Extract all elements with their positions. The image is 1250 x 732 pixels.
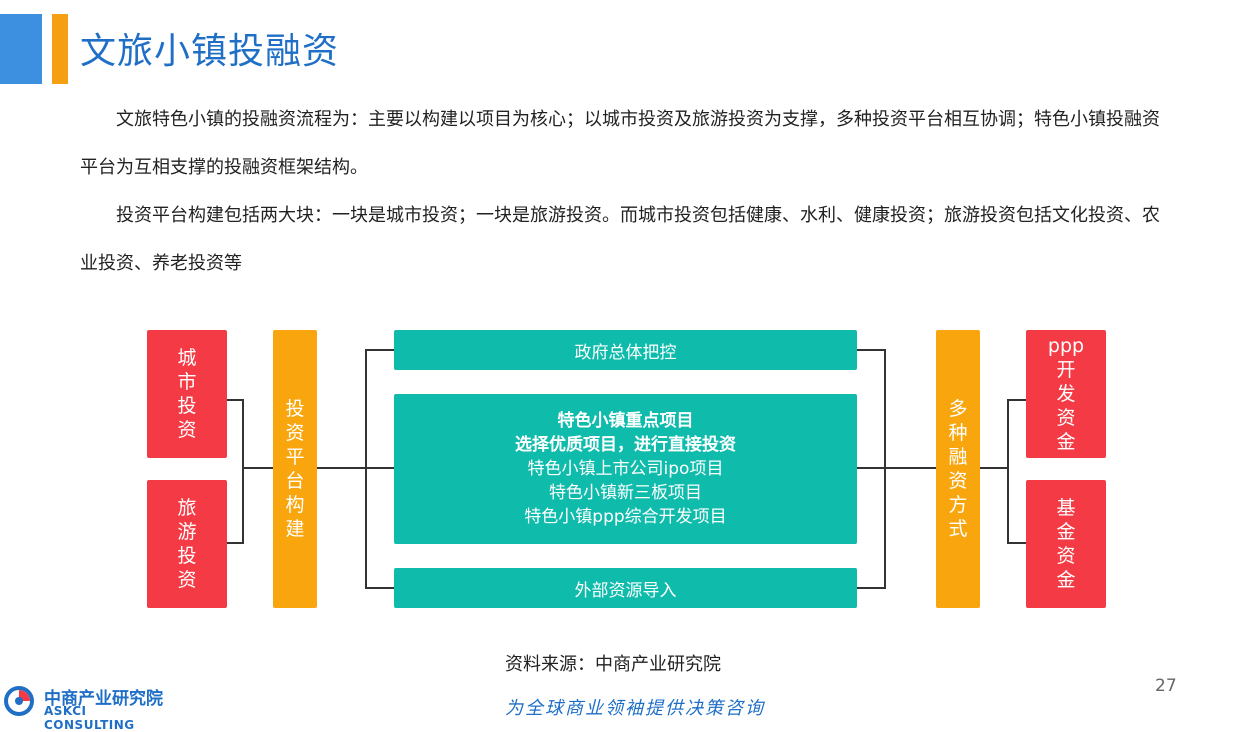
box-char: 市 <box>177 371 197 393</box>
investment-platform-box: 投 资 平 台 构 建 <box>273 330 317 608</box>
box-char: 金 <box>1056 431 1076 453</box>
connector <box>365 587 395 589</box>
connector <box>1007 399 1009 544</box>
box-char: 式 <box>948 518 968 540</box>
connector <box>1007 399 1027 401</box>
box-char: 金 <box>1056 521 1076 543</box>
box-char: 开 <box>1056 359 1076 381</box>
box-char: 构 <box>285 494 305 516</box>
financing-methods-box: 多 种 融 资 方 式 <box>936 330 980 608</box>
page-number: 27 <box>1155 676 1177 696</box>
logo-icon <box>4 686 34 716</box>
connector <box>856 467 886 469</box>
center-line: 特色小镇ppp综合开发项目 <box>524 507 727 527</box>
box-char: ppp <box>1047 335 1085 357</box>
center-line: 特色小镇新三板项目 <box>549 483 702 503</box>
box-char: 游 <box>177 521 197 543</box>
connector <box>226 399 244 401</box>
header-accent-blue <box>0 14 42 84</box>
ppp-fund-box: ppp 开 发 资 金 <box>1026 330 1106 458</box>
tourism-investment-box: 旅 游 投 资 <box>147 480 227 608</box>
box-char: 平 <box>285 446 305 468</box>
box-char: 种 <box>948 422 968 444</box>
box-char: 资 <box>948 470 968 492</box>
box-char: 台 <box>285 470 305 492</box>
connector <box>365 467 395 469</box>
connector <box>979 467 1009 469</box>
key-projects-box: 特色小镇重点项目 选择优质项目，进行直接投资 特色小镇上市公司ipo项目 特色小… <box>394 394 857 544</box>
connector <box>365 349 395 351</box>
paragraph-2: 投资平台构建包括两大块：一块是城市投资；一块是旅游投资。而城市投资包括健康、水利… <box>80 205 1160 274</box>
logo-text-cn: 中商产业研究院 <box>44 689 163 709</box>
source-note: 资料来源：中商产业研究院 <box>505 654 721 675</box>
box-char: 融 <box>948 446 968 468</box>
box-char: 城 <box>177 347 197 369</box>
government-control-box: 政府总体把控 <box>394 330 857 370</box>
connector <box>884 467 936 469</box>
box-char: 投 <box>177 545 197 567</box>
connector <box>242 467 274 469</box>
box-char: 资 <box>1056 407 1076 429</box>
center-line: 特色小镇上市公司ipo项目 <box>527 459 724 479</box>
connector <box>226 542 244 544</box>
connector <box>242 399 244 544</box>
box-char: 资 <box>177 569 197 591</box>
box-char: 投 <box>285 398 305 420</box>
fund-capital-box: 基 金 资 金 <box>1026 480 1106 608</box>
box-char: 旅 <box>177 497 197 519</box>
paragraph-1: 文旅特色小镇的投融资流程为：主要以构建以项目为核心；以城市投资及旅游投资为支撑，… <box>80 109 1160 178</box>
logo-text-en: ASKCI CONSULTING <box>44 704 135 732</box>
box-char: 金 <box>1056 569 1076 591</box>
page-title: 文旅小镇投融资 <box>80 31 340 72</box>
company-logo: 中商产业研究院 ASKCI CONSULTING <box>4 684 174 732</box>
box-char: 多 <box>948 398 968 420</box>
connector <box>884 349 886 589</box>
box-char: 投 <box>177 395 197 417</box>
box-char: 发 <box>1056 383 1076 405</box>
box-char: 基 <box>1056 497 1076 519</box>
external-resources-box: 外部资源导入 <box>394 568 857 608</box>
center-line: 选择优质项目，进行直接投资 <box>515 435 736 455</box>
connector <box>316 467 366 469</box>
header-accent-orange <box>52 14 68 84</box>
connector <box>856 587 886 589</box>
city-investment-box: 城 市 投 资 <box>147 330 227 458</box>
connector <box>365 349 367 589</box>
center-line: 特色小镇重点项目 <box>557 411 694 431</box>
slogan: 为全球商业领袖提供决策咨询 <box>505 698 765 719</box>
connector <box>1007 542 1027 544</box>
box-char: 资 <box>285 422 305 444</box>
connector <box>856 349 886 351</box>
box-char: 资 <box>1056 545 1076 567</box>
box-char: 方 <box>948 494 968 516</box>
box-char: 资 <box>177 419 197 441</box>
box-char: 建 <box>285 518 305 540</box>
